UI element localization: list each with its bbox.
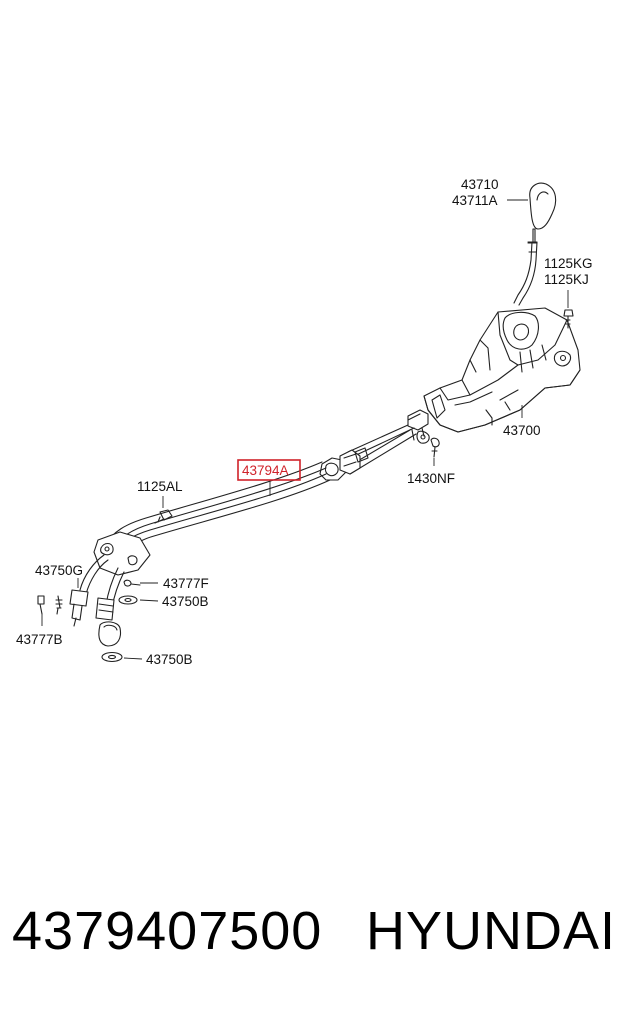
selected-part-highlight	[237, 459, 301, 481]
label-1125al: 1125AL	[137, 479, 183, 494]
cable-end-lower-left	[69, 589, 89, 627]
cable-end-lower-right	[95, 597, 122, 647]
label-43711a: 43711A	[452, 193, 498, 208]
shift-knob	[529, 182, 557, 230]
clip-1430nf	[430, 437, 440, 458]
bolt-1125al	[154, 509, 173, 524]
leader-lines	[41, 199, 569, 660]
shift-lever	[513, 228, 538, 306]
label-1125kj: 1125KJ	[544, 272, 589, 287]
cable-end-upper	[407, 409, 430, 444]
label-43794a: 43794A	[242, 463, 289, 478]
label-43750b-lower: 43750B	[146, 652, 193, 667]
washer-43750b-lower	[101, 651, 123, 663]
label-43750g: 43750G	[35, 563, 83, 578]
label-1125kg: 1125KG	[544, 256, 593, 271]
parts-diagram: 43710 43711A 1125KG 1125KJ 43700 1430NF …	[16, 177, 593, 667]
callout-labels: 43710 43711A 1125KG 1125KJ 43700 1430NF …	[16, 177, 593, 667]
bolt-1125kg	[563, 309, 574, 329]
product-footer: 4379407500 HYUNDAI	[0, 900, 620, 980]
clip-43777b	[37, 595, 45, 615]
mounting-bracket	[93, 531, 151, 576]
label-43777b: 43777B	[16, 632, 63, 647]
label-43700: 43700	[503, 423, 541, 438]
clip-43750g	[55, 595, 63, 615]
cable-rods	[345, 424, 417, 475]
label-43750b-upper: 43750B	[162, 594, 209, 609]
label-43710: 43710	[461, 177, 499, 192]
part-number: 4379407500	[12, 901, 323, 961]
brand-name: HYUNDAI	[366, 901, 617, 961]
label-43777f: 43777F	[163, 576, 209, 591]
pin-43777f	[123, 579, 141, 587]
shifter-housing	[423, 307, 581, 433]
cable-bracket	[319, 447, 369, 481]
label-1430nf: 1430NF	[407, 471, 455, 486]
washer-43750b-upper	[118, 595, 138, 605]
